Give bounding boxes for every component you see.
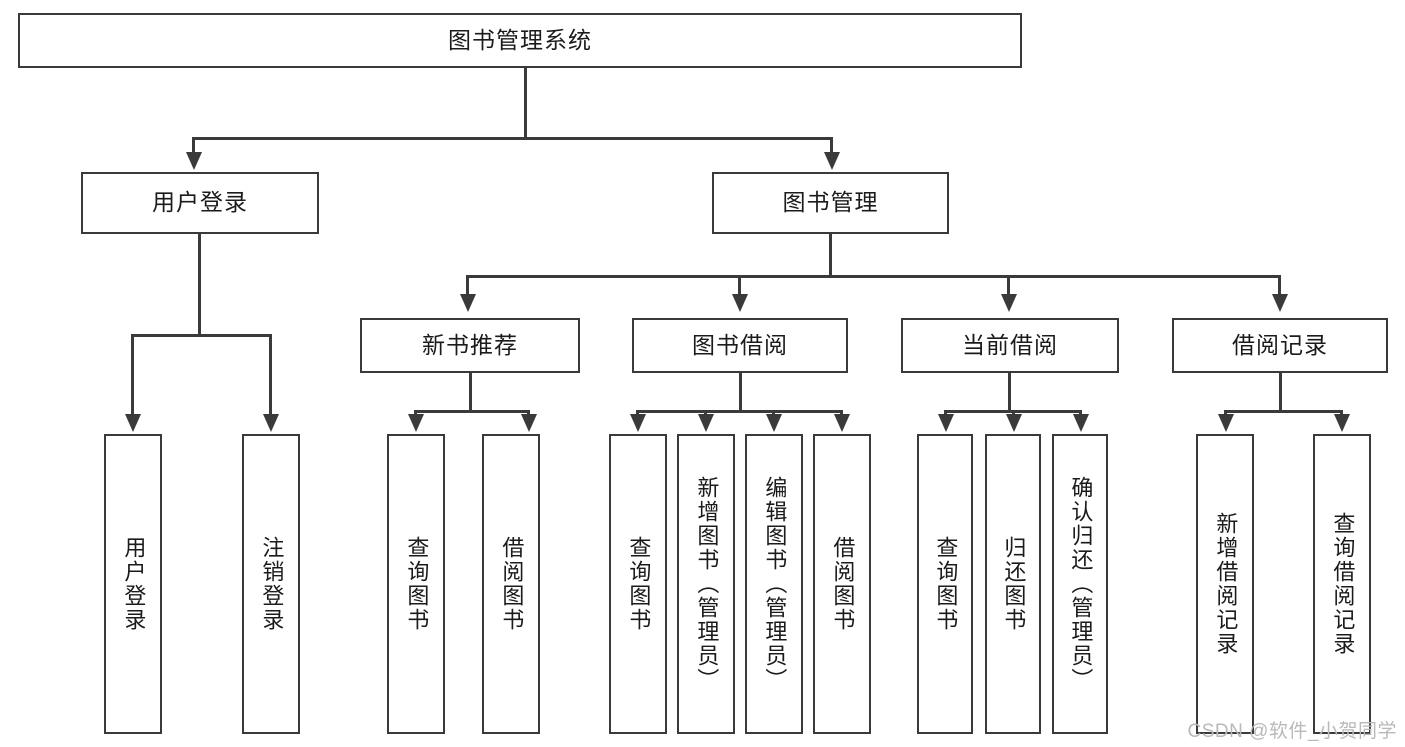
- connector-borrow-record-bus: [1224, 410, 1343, 413]
- node-label: 查询图书: [933, 536, 959, 632]
- arrowhead-user-login-2: [263, 414, 279, 432]
- node-label: 新增图书（管理员）: [694, 476, 720, 692]
- node-current-borrow[interactable]: 当前借阅: [901, 318, 1119, 373]
- csdn-watermark: CSDN @软件_小贺同学: [1187, 721, 1397, 742]
- leaf-current-borrow-confirm-return[interactable]: 确认归还（管理员）: [1052, 434, 1108, 734]
- arrowhead-user-login-1: [125, 414, 141, 432]
- node-label: 编辑图书（管理员）: [762, 476, 788, 692]
- arrowhead-current-borrow-2: [1006, 414, 1022, 432]
- connector-book-mgmt-bus: [466, 275, 1281, 278]
- node-label: 新增借阅记录: [1213, 512, 1239, 656]
- connector-user-login-stem: [198, 234, 201, 334]
- leaf-book-borrow-edit[interactable]: 编辑图书（管理员）: [745, 434, 803, 734]
- connector-new-book-bus: [414, 410, 530, 413]
- node-label: 注销登录: [259, 536, 285, 632]
- arrowhead-book-mgmt-3: [1001, 294, 1017, 312]
- leaf-book-borrow-query[interactable]: 查询图书: [609, 434, 667, 734]
- node-root-system[interactable]: 图书管理系统: [18, 13, 1022, 68]
- node-label: 图书借阅: [692, 331, 788, 358]
- node-label: 借阅记录: [1232, 331, 1328, 358]
- connector-book-mgmt-drop-1: [466, 275, 469, 297]
- leaf-borrow-record-add[interactable]: 新增借阅记录: [1196, 434, 1254, 734]
- arrowhead-book-borrow-1: [630, 414, 646, 432]
- connector-book-mgmt-drop-4: [1278, 275, 1281, 297]
- leaf-new-book-query[interactable]: 查询图书: [387, 434, 445, 734]
- node-label: 查询图书: [404, 536, 430, 632]
- node-label: 查询图书: [626, 536, 652, 632]
- arrowhead-book-borrow-4: [834, 414, 850, 432]
- arrowhead-book-mgmt-4: [1272, 294, 1288, 312]
- arrowhead-book-mgmt-1: [460, 294, 476, 312]
- connector-book-mgmt-drop-3: [1007, 275, 1010, 297]
- connector-borrow-record-stem: [1279, 373, 1282, 410]
- node-label: 借阅图书: [830, 536, 856, 632]
- connector-current-borrow-stem: [1008, 373, 1011, 410]
- connector-root-to-book-mgmt: [830, 137, 833, 155]
- connector-root-bus: [192, 137, 833, 140]
- arrowhead-book-borrow-3: [766, 414, 782, 432]
- connector-user-login-bus: [131, 334, 272, 337]
- node-book-borrow[interactable]: 图书借阅: [632, 318, 848, 373]
- node-label: 查询借阅记录: [1330, 512, 1356, 656]
- node-label: 用户登录: [121, 536, 147, 632]
- leaf-borrow-record-query[interactable]: 查询借阅记录: [1313, 434, 1371, 734]
- arrowhead-borrow-record-2: [1334, 414, 1350, 432]
- arrowhead-new-book-2: [521, 414, 537, 432]
- node-label: 归还图书: [1001, 536, 1027, 632]
- connector-user-login-drop-2: [269, 334, 272, 416]
- arrowhead-book-borrow-2: [698, 414, 714, 432]
- leaf-user-login-logout[interactable]: 注销登录: [242, 434, 300, 734]
- connector-book-borrow-bus: [636, 410, 841, 413]
- leaf-current-borrow-return[interactable]: 归还图书: [985, 434, 1041, 734]
- connector-new-book-stem: [469, 373, 472, 410]
- connector-book-borrow-stem: [739, 373, 742, 410]
- node-label: 用户登录: [152, 189, 248, 216]
- leaf-new-book-borrow[interactable]: 借阅图书: [482, 434, 540, 734]
- arrowhead-book-mgmt-2: [732, 294, 748, 312]
- connector-book-mgmt-drop-2: [738, 275, 741, 297]
- connector-user-login-drop-1: [131, 334, 134, 416]
- node-user-login[interactable]: 用户登录: [81, 172, 319, 234]
- leaf-current-borrow-query[interactable]: 查询图书: [917, 434, 973, 734]
- arrowhead-current-borrow-3: [1073, 414, 1089, 432]
- leaf-book-borrow-add[interactable]: 新增图书（管理员）: [677, 434, 735, 734]
- connector-root-to-user-login: [192, 137, 195, 155]
- node-label: 新书推荐: [422, 331, 518, 358]
- arrowhead-root-to-user-login: [186, 152, 202, 170]
- arrowhead-current-borrow-1: [938, 414, 954, 432]
- arrowhead-borrow-record-1: [1218, 414, 1234, 432]
- node-label: 当前借阅: [962, 331, 1058, 358]
- arrowhead-root-to-book-mgmt: [824, 152, 840, 170]
- arrowhead-new-book-1: [408, 414, 424, 432]
- node-borrow-record[interactable]: 借阅记录: [1172, 318, 1388, 373]
- connector-root-stem: [524, 68, 527, 137]
- leaf-user-login-login[interactable]: 用户登录: [104, 434, 162, 734]
- node-label: 图书管理: [782, 189, 879, 216]
- node-new-book-recommend[interactable]: 新书推荐: [360, 318, 580, 373]
- node-label: 确认归还（管理员）: [1068, 476, 1094, 692]
- leaf-book-borrow-borrow[interactable]: 借阅图书: [813, 434, 871, 734]
- node-book-management[interactable]: 图书管理: [712, 172, 949, 234]
- node-label: 借阅图书: [499, 536, 525, 632]
- connector-book-mgmt-stem: [829, 234, 832, 275]
- node-label: 图书管理系统: [448, 26, 592, 53]
